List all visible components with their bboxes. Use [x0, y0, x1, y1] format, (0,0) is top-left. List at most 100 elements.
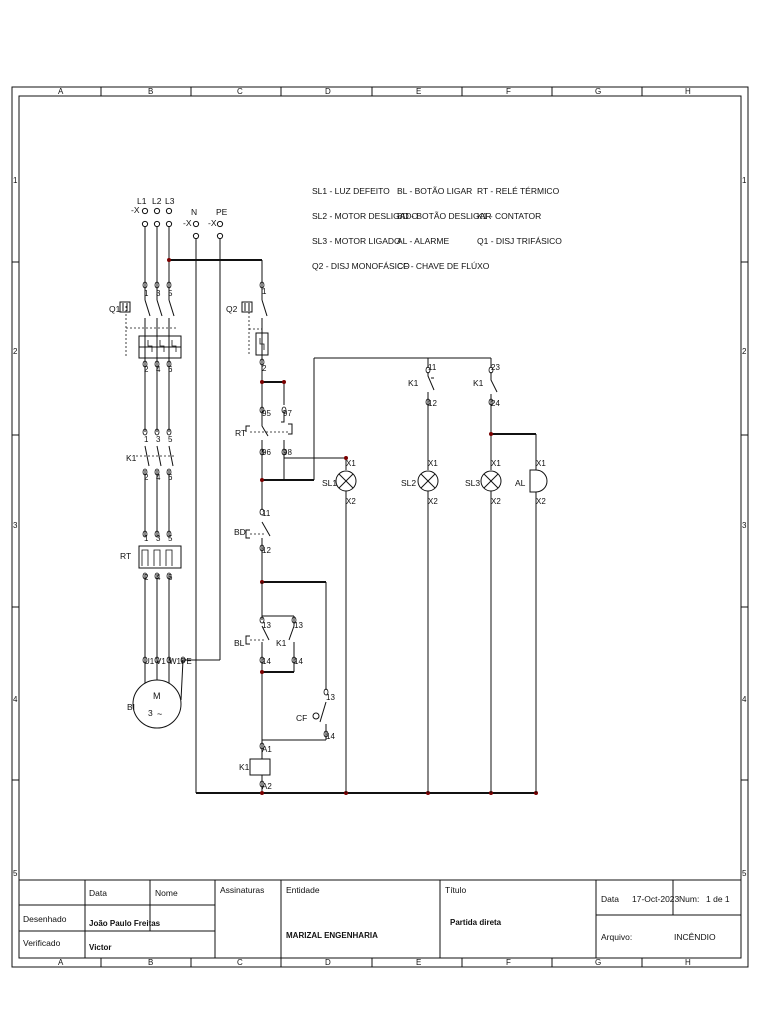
control-circuit: Q2 1 2 RT 95 97 96 98: [167, 258, 548, 795]
motor-label: BI: [127, 702, 135, 712]
sl1-label: SL1: [322, 478, 337, 488]
rt-control-contacts: RT 95 97 96 98: [235, 406, 293, 457]
tb-desenhado-label: Desenhado: [23, 914, 67, 924]
q1-pin-3: 3: [156, 289, 161, 298]
k1-pin-6: 6: [168, 473, 173, 482]
tb-header-nome: Nome: [155, 888, 178, 898]
al-alarm: AL X1 X2: [515, 459, 548, 793]
k1-power-label: K1: [126, 453, 137, 463]
col-label-top-f: F: [506, 87, 511, 96]
col-label-top-a: A: [58, 87, 64, 96]
k1-pin-1: 1: [144, 435, 149, 444]
k1-pin-5: 5: [168, 435, 173, 444]
sl3-pin-x2: X2: [491, 497, 501, 506]
k1-nc-contact: K1 11 12: [408, 363, 437, 470]
motor-pin-w1: W1: [169, 657, 182, 666]
k1-nc-label: K1: [408, 378, 419, 388]
k1-no-label: K1: [473, 378, 484, 388]
col-label-bottom-e: E: [416, 958, 421, 967]
legend-sl1: SL1 - LUZ DEFEITO: [312, 186, 390, 196]
terminal-x-n: -X: [183, 218, 192, 228]
motor: M 3 ~ BI U1 V1 W1 PE: [127, 657, 192, 729]
bd-pin-11: 11: [262, 509, 271, 518]
motor-pin-v1: V1: [156, 657, 166, 666]
motor-phases: 3: [148, 708, 153, 718]
legend-q1: Q1 - DISJ TRIFÁSICO: [477, 236, 562, 246]
q1-pin-5: 5: [168, 289, 173, 298]
tb-header-data: Data: [89, 888, 107, 898]
k1-seal-label: K1: [276, 638, 287, 648]
q2-breaker: Q2 1 2: [226, 281, 269, 373]
rt-pin-97: 97: [283, 409, 292, 418]
cf-pin-13: 13: [326, 693, 335, 702]
q1-breaker: Q1 1 3 5 2 4 6: [109, 289, 182, 374]
sl2-lamp: SL2 X1 X2: [401, 459, 439, 793]
terminal-n: N: [191, 207, 197, 217]
col-label-top-b: B: [148, 87, 153, 96]
tb-verificado-nome: Victor: [89, 943, 112, 952]
column-labels: A B C D E F G H A B C D E F G H: [58, 87, 691, 967]
k1-no-pin-24: 24: [491, 399, 500, 408]
legend-k1: K1 - CONTATOR: [477, 211, 541, 221]
row-label-left-2: 2: [13, 347, 18, 356]
k1-seal-pin-13: 13: [294, 621, 303, 630]
sl3-lamp: SL3 X1 X2: [465, 459, 502, 793]
row-label-right-3: 3: [742, 521, 747, 530]
col-label-top-g: G: [595, 87, 601, 96]
terminal-x-pe: -X: [208, 218, 217, 228]
motor-pin-u1: U1: [144, 657, 155, 666]
legend: SL1 - LUZ DEFEITO BL - BOTÃO LIGAR RT - …: [312, 186, 562, 271]
bd-button: BD 11 12: [234, 508, 271, 582]
col-label-bottom-d: D: [325, 958, 331, 967]
k1-coil: K1 A1 A2: [239, 740, 272, 793]
q1-pin-2: 2: [144, 365, 149, 374]
row-label-left-1: 1: [13, 176, 18, 185]
terminal-pe: PE: [216, 207, 228, 217]
tb-arquivo-value: INCÊNDIO: [674, 932, 716, 942]
q2-label: Q2: [226, 304, 238, 314]
bl-pin-14: 14: [262, 657, 271, 666]
bl-pin-13: 13: [262, 621, 271, 630]
phase-wires: [144, 226, 221, 793]
col-label-top-h: H: [685, 87, 691, 96]
rt-pin-96: 96: [262, 448, 271, 457]
rt-thermal-relay: RT 1 3 5 2 4 6: [120, 534, 182, 582]
tb-header-entidade: Entidade: [286, 885, 320, 895]
rt-power-label: RT: [120, 551, 131, 561]
k1-pin-3: 3: [156, 435, 161, 444]
q1-pin-4: 4: [156, 365, 161, 374]
row-label-right-1: 1: [742, 176, 747, 185]
k1-pin-4: 4: [156, 473, 161, 482]
row-label-right-2: 2: [742, 347, 747, 356]
cf-pin-14: 14: [326, 732, 335, 741]
title-block: Data Nome Assinaturas Entidade Título De…: [18, 879, 742, 959]
motor-pin-pe: PE: [181, 657, 192, 666]
q1-pin-1: 1: [144, 289, 149, 298]
phase-connectors: [142, 281, 186, 664]
rt-pin-98: 98: [283, 448, 292, 457]
tb-desenhado-nome: João Paulo Freitas: [89, 919, 161, 928]
col-label-bottom-c: C: [237, 958, 243, 967]
supply-terminals: L1 L2 L3 N PE -X -X -X: [131, 196, 228, 228]
sl1-pin-x2: X2: [346, 497, 356, 506]
legend-rt: RT - RELÉ TÉRMICO: [477, 186, 560, 196]
k1-nc-pin-11: 11: [428, 363, 437, 372]
cf-flow-switch: CF 13 14: [262, 688, 335, 741]
row-label-right-4: 4: [742, 695, 747, 704]
q2-pin-2: 2: [262, 364, 267, 373]
sl1-pin-x1: X1: [346, 459, 356, 468]
col-label-bottom-g: G: [595, 958, 601, 967]
k1-no-contact: K1 23 24: [473, 363, 500, 470]
sl3-label: SL3: [465, 478, 480, 488]
al-pin-x2: X2: [536, 497, 546, 506]
motor-ac-symbol: ~: [157, 709, 162, 719]
k1-coil-pin-a1: A1: [262, 745, 272, 754]
terminal-x-power: -X: [131, 205, 140, 215]
bd-label: BD: [234, 527, 246, 537]
row-label-left-5: 5: [13, 869, 18, 878]
k1-no-pin-23: 23: [491, 363, 500, 372]
rt-pin-95: 95: [262, 409, 271, 418]
rt-control-label: RT: [235, 428, 246, 438]
tb-data-label: Data: [601, 894, 619, 904]
legend-cf: CF - CHAVE DE FLÚXO: [397, 261, 490, 271]
